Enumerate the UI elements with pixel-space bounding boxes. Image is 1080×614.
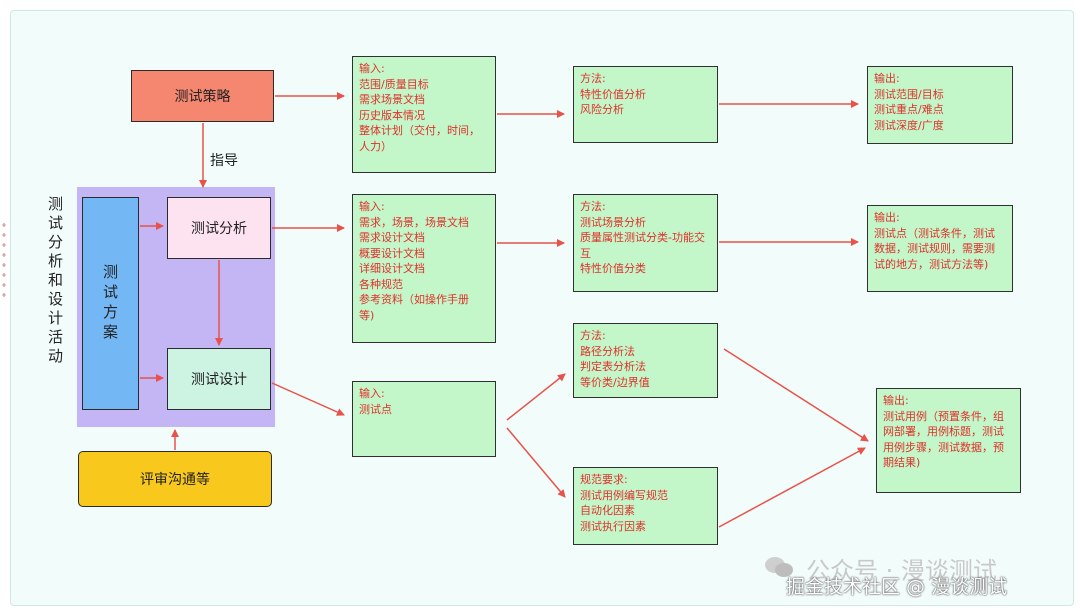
note-line: 输出: xyxy=(874,72,900,85)
watermark-official-account: 公众号 · 漫谈测试 xyxy=(806,557,997,585)
note-line: 风险分析 xyxy=(580,103,624,116)
note-line: 等价类/边界值 xyxy=(580,375,650,389)
arrow-method3-to-output3 xyxy=(723,348,869,442)
note-line: 特性价值分析 xyxy=(580,87,646,101)
guide-label: 指导 xyxy=(210,153,238,169)
note-line: 方法: xyxy=(580,329,606,342)
note-line: 人力） xyxy=(359,139,392,153)
note-line: 自动化因素 xyxy=(580,504,635,517)
note-line: 测试用例编写规范 xyxy=(580,488,668,502)
note-line: 历史版本情况 xyxy=(359,108,425,122)
note-line: 详细设计文档 xyxy=(359,262,425,275)
note-line: 范围/质量目标 xyxy=(359,77,429,91)
note-line: 测试场景分析 xyxy=(580,215,646,229)
row1-output-note: 输出: 测试范围/目标测试重点/难点测试深度/广度 xyxy=(867,66,1013,144)
row2-input-note: 输入: 需求，场景，场景文档需求设计文档概要设计文档详细设计文档各种规范参考资料（… xyxy=(352,194,496,343)
note-line: 整体计划（交付，时间， xyxy=(359,124,480,137)
arrow-design-to-input3 xyxy=(271,382,345,416)
note-line: 质量属性测试分类-功能交 xyxy=(580,231,705,244)
row3-output-note: 输出: 测试用例（预置条件，组网部署，用例标题，测试用例步骤，测试数据，预期结果) xyxy=(876,388,1021,493)
note-line: 各种规范 xyxy=(359,277,403,291)
arrow-input3-to-spec xyxy=(506,427,566,498)
note-line: 判定表分析法 xyxy=(580,360,646,373)
note-line: 期结果) xyxy=(883,456,921,469)
row3-method-note: 方法: 路径分析法判定表分析法等价类/边界值 xyxy=(573,323,718,398)
note-line: 互 xyxy=(580,246,591,260)
note-line: 测试重点/难点 xyxy=(874,103,944,116)
note-line: 输入: xyxy=(359,200,385,213)
side-title: 测试分析和设计活动 xyxy=(46,196,64,367)
note-line: 网部署，用例标题，测试 xyxy=(883,425,1004,438)
note-line: 方法: xyxy=(580,72,606,85)
note-line: 需求场景文档 xyxy=(359,93,425,106)
note-line: 测试点（测试条件，测试 xyxy=(874,226,995,240)
analysis-node: 测试分析 xyxy=(167,197,271,259)
note-line: 测试范围/目标 xyxy=(874,87,944,101)
note-line: 概要设计文档 xyxy=(359,246,425,260)
note-line: 测试点 xyxy=(359,402,392,416)
note-line: 测试深度/广度 xyxy=(874,118,944,132)
note-line: 需求设计文档 xyxy=(359,231,425,244)
row3-spec-note: 规范要求: 测试用例编写规范自动化因素测试执行因素 xyxy=(573,467,718,545)
plan-label: 测试方案 xyxy=(101,263,119,344)
row1-input-note: 输入: 范围/质量目标需求场景文档历史版本情况整体计划（交付，时间， 人力） xyxy=(352,56,496,173)
plan-node: 测试方案 xyxy=(82,197,139,410)
row3-input-note: 输入: 测试点 xyxy=(352,381,496,457)
note-line: 用例步骤，测试数据，预 xyxy=(883,440,1004,454)
review-node: 评审沟通等 xyxy=(78,451,272,507)
note-line: 输出: xyxy=(874,211,900,224)
note-line: 规范要求: xyxy=(580,473,628,486)
note-line: 路径分析法 xyxy=(580,344,635,358)
row1-method-note: 方法: 特性价值分析风险分析 xyxy=(573,66,718,143)
row2-output-note: 输出: 测试点（测试条件，测试数据，测试规则，需要测试的地方，测试方法等) xyxy=(867,205,1013,292)
note-line: 需求，场景，场景文档 xyxy=(359,215,469,229)
note-line: 测试执行因素 xyxy=(580,519,646,533)
wechat-icon xyxy=(765,557,793,577)
arrow-spec-to-output3 xyxy=(718,447,866,528)
strategy-node: 测试策略 xyxy=(131,70,274,122)
row2-method-note: 方法: 测试场景分析质量属性测试分类-功能交互特性价值分类 xyxy=(573,194,718,292)
note-line: 输入: xyxy=(359,62,385,75)
watermark-community: 掘金技术社区 @ 漫谈测试 xyxy=(786,576,1008,598)
note-line: 测试用例（预置条件，组 xyxy=(883,409,1004,423)
note-line: 试的地方，测试方法等) xyxy=(874,257,989,271)
note-line: 输入: xyxy=(359,387,385,400)
note-line: 方法: xyxy=(580,200,606,213)
canvas-edge-dots xyxy=(0,220,8,300)
design-node: 测试设计 xyxy=(167,348,271,410)
arrow-input3-to-method3 xyxy=(506,373,566,421)
note-line: 数据，测试规则，需要测 xyxy=(874,242,995,255)
note-line: 输出: xyxy=(883,394,909,407)
note-line: 等) xyxy=(359,308,375,322)
note-line: 特性价值分类 xyxy=(580,262,646,275)
note-line: 参考资料（如操作手册 xyxy=(359,293,469,306)
